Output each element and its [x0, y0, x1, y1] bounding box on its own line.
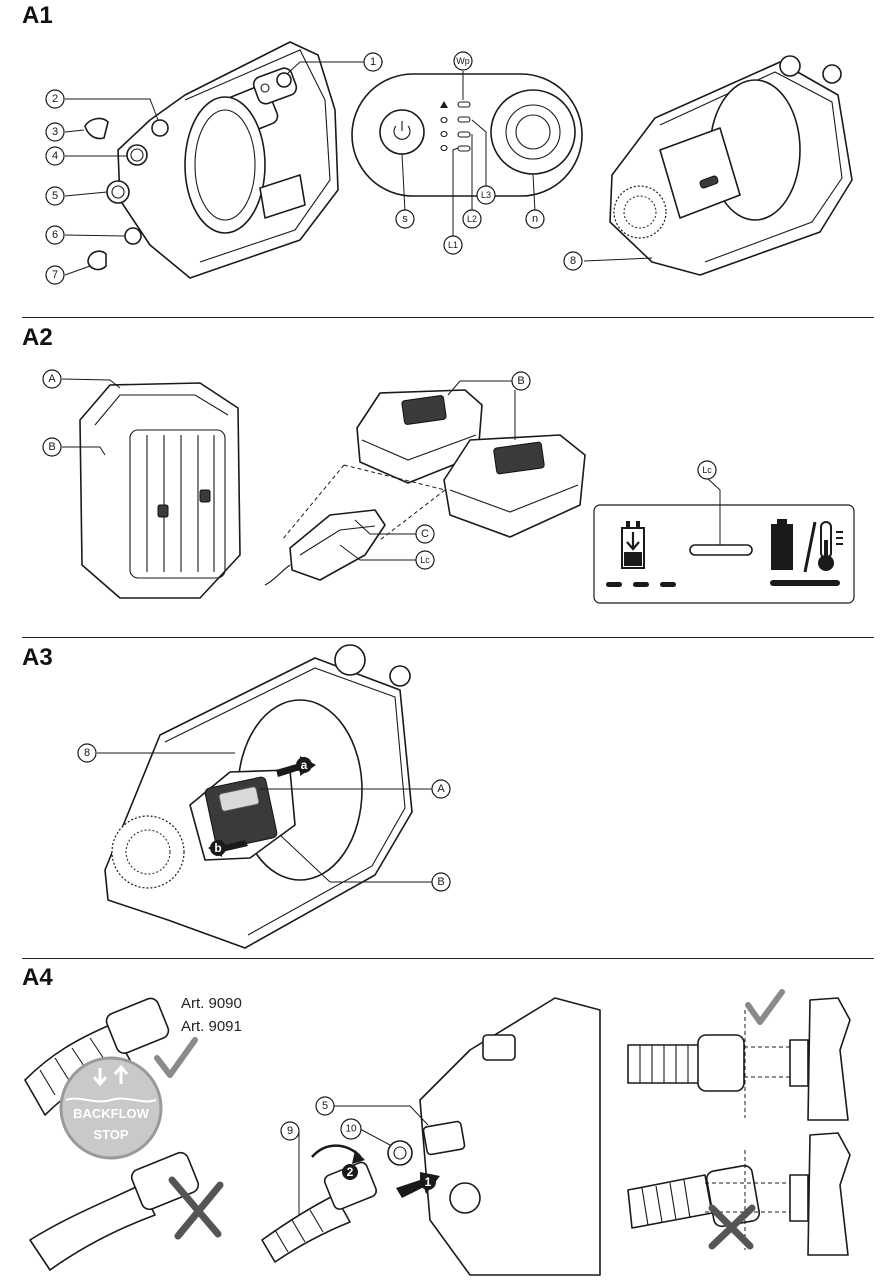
step-2-label: 2	[347, 1165, 354, 1179]
callout-c: C	[415, 524, 435, 544]
svg-text:8: 8	[84, 747, 90, 759]
connection-incorrect	[627, 1132, 851, 1256]
callout-a: A	[42, 369, 62, 389]
svg-text:Wp: Wp	[456, 56, 470, 66]
hose-connection-step: 2 1	[261, 997, 601, 1276]
connection-correct	[627, 989, 851, 1121]
battery-pack-installed	[79, 382, 241, 599]
svg-text:4: 4	[52, 150, 58, 162]
callout-s: s	[395, 209, 415, 229]
svg-text:7: 7	[52, 269, 58, 281]
callout-wp: Wp	[453, 51, 473, 71]
callout-l1: L1	[443, 235, 463, 255]
svg-text:8: 8	[570, 255, 576, 267]
callout-b: B	[431, 872, 451, 892]
arrow-label-a: a	[301, 758, 308, 772]
section-title-a3: A3	[22, 644, 53, 671]
warning-icon	[440, 101, 448, 108]
check-mark-icon	[154, 1037, 198, 1078]
callout-lc: Lc	[697, 460, 717, 480]
svg-text:10: 10	[345, 1124, 357, 1135]
svg-text:Lc: Lc	[420, 555, 430, 565]
callout-1: 1	[363, 52, 383, 72]
callout-b: B	[511, 371, 531, 391]
svg-text:A: A	[48, 373, 56, 385]
section-divider	[22, 317, 874, 318]
step-1-label: 1	[425, 1175, 432, 1189]
backflow-text: BACKFLOW	[73, 1106, 150, 1121]
pump-rear-view	[609, 55, 853, 276]
pump-front-view	[84, 41, 339, 279]
article-number-9091: Art. 9091	[181, 1018, 242, 1035]
svg-text:L2: L2	[467, 214, 477, 224]
callout-b: B	[42, 437, 62, 457]
pump-battery-insertion: a b	[104, 644, 413, 949]
charge-indicator-panel	[593, 504, 855, 604]
battery-icon	[771, 519, 793, 570]
svg-text:A: A	[437, 783, 445, 795]
svg-text:9: 9	[287, 1125, 293, 1137]
section-title-a1: A1	[22, 2, 53, 29]
callout-7: 7	[45, 265, 65, 285]
callout-l2: L2	[462, 209, 482, 229]
article-number-9090: Art. 9090	[181, 995, 242, 1012]
section-title-a4: A4	[22, 964, 53, 991]
control-panel	[351, 73, 583, 197]
thermometer-icon	[818, 521, 843, 571]
svg-text:n: n	[532, 213, 538, 225]
stop-text: STOP	[93, 1127, 128, 1142]
callout-5: 5	[45, 186, 65, 206]
svg-text:Lc: Lc	[702, 465, 712, 475]
callout-3: 3	[45, 122, 65, 142]
callout-4: 4	[45, 146, 65, 166]
svg-text:C: C	[421, 528, 429, 540]
callout-10: 10	[340, 1118, 362, 1140]
svg-text:L3: L3	[481, 190, 491, 200]
callout-5: 5	[315, 1096, 335, 1116]
svg-text:6: 6	[52, 229, 58, 241]
svg-text:3: 3	[52, 126, 58, 138]
hose-with-backflow-stop: BACKFLOW STOP	[24, 997, 224, 1271]
callout-l3: L3	[476, 185, 496, 205]
callout-6: 6	[45, 225, 65, 245]
callout-n: n	[525, 209, 545, 229]
check-mark-icon	[745, 989, 785, 1025]
section-divider	[22, 958, 874, 959]
svg-text:B: B	[48, 441, 55, 453]
callout-a: A	[431, 779, 451, 799]
svg-text:L1: L1	[448, 240, 458, 250]
svg-text:B: B	[437, 876, 444, 888]
cross-mark-icon	[708, 1204, 756, 1250]
svg-text:1: 1	[370, 56, 376, 68]
battery-packs-and-charger	[264, 389, 586, 586]
svg-text:B: B	[517, 375, 524, 387]
arrow-label-b: b	[214, 841, 221, 855]
section-title-a2: A2	[22, 324, 53, 351]
cross-mark-icon	[168, 1176, 224, 1240]
battery-charge-icon	[621, 521, 645, 569]
callout-9: 9	[280, 1121, 300, 1141]
callout-8: 8	[77, 743, 97, 763]
callout-lc: Lc	[415, 550, 435, 570]
section-divider	[22, 637, 874, 638]
callout-2: 2	[45, 89, 65, 109]
svg-text:5: 5	[52, 190, 58, 202]
power-icon	[393, 121, 411, 140]
svg-text:s: s	[402, 213, 408, 225]
callout-8: 8	[563, 251, 583, 271]
svg-text:5: 5	[322, 1100, 328, 1112]
svg-text:2: 2	[52, 93, 58, 105]
